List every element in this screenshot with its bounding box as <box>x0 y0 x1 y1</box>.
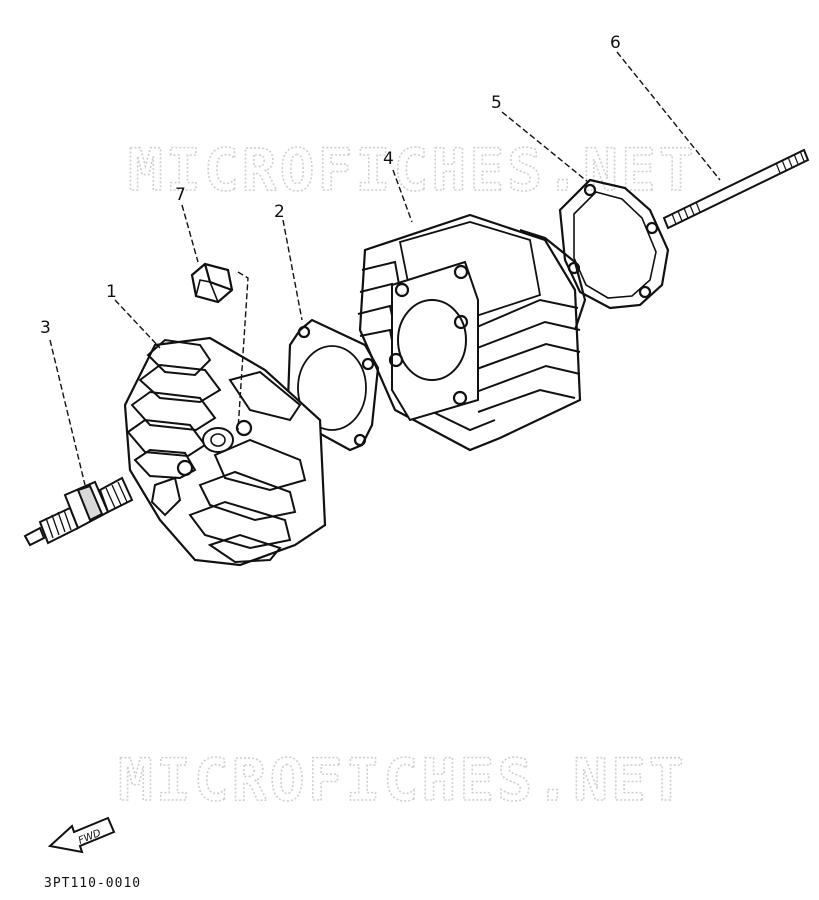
callout-1: 1 <box>106 282 117 302</box>
leader-line-3 <box>49 339 86 486</box>
leader-line-5 <box>501 111 589 183</box>
leader-line-7-secondary <box>237 271 249 431</box>
part-2-head-gasket <box>288 320 378 450</box>
leader-line-4 <box>392 169 413 223</box>
part-1-cylinder-head <box>125 338 325 565</box>
part-7-cap-nut <box>192 264 232 302</box>
watermark-bottom: MICROFICHES.NET <box>118 746 687 814</box>
leader-line-1 <box>114 299 161 349</box>
leader-lines <box>49 51 721 486</box>
fwd-arrow-icon: FWD <box>47 816 116 854</box>
callout-6: 6 <box>610 33 621 53</box>
callout-2: 2 <box>274 202 285 222</box>
leader-line-2 <box>282 219 303 321</box>
callout-7: 7 <box>175 185 186 205</box>
callout-4: 4 <box>383 149 394 169</box>
watermark-top: MICROFICHES.NET <box>128 136 697 204</box>
leader-line-6 <box>616 51 721 181</box>
part-3-spark-plug <box>25 478 132 545</box>
part-5-cylinder-gasket <box>560 180 668 308</box>
part-6-stud-bolt <box>664 150 808 228</box>
callout-3: 3 <box>40 318 51 338</box>
leader-line-7 <box>181 204 199 263</box>
drawing-code: 3PT110-0010 <box>44 876 142 891</box>
callout-5: 5 <box>491 93 502 113</box>
part-4-cylinder <box>358 215 585 450</box>
